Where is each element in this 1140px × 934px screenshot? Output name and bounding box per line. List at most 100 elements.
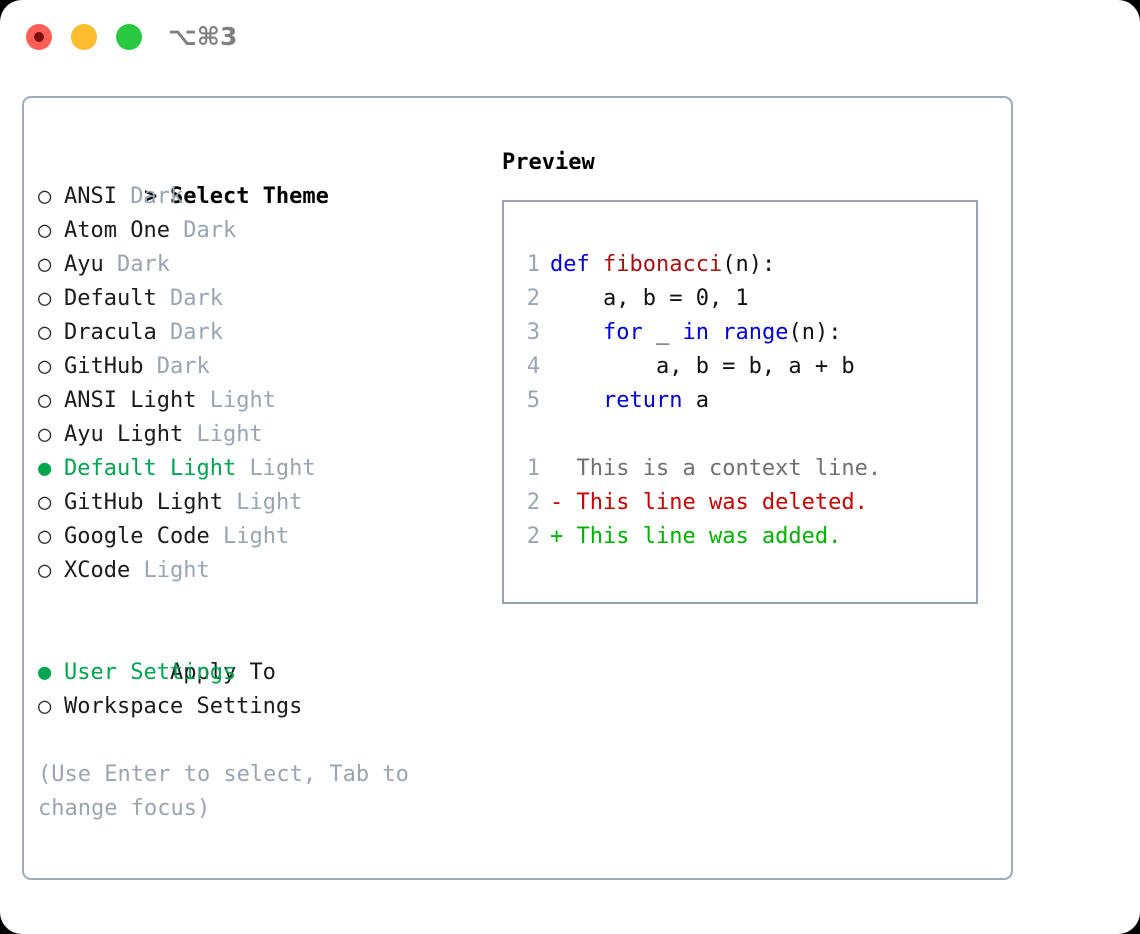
theme-picker-panel: >Select Theme ○ANSI Dark○Atom One Dark○A… [38,146,488,826]
theme-name: ANSI Light [64,388,197,413]
diff-gap [563,456,576,481]
theme-category: Dark [169,286,223,311]
diff-marker: + [550,524,564,549]
theme-name: Google Code [64,524,210,549]
keyboard-shortcut-label: ⌥⌘3 [168,22,238,51]
dialog-card: >Select Theme ○ANSI Dark○Atom One Dark○A… [22,96,1013,880]
list-spacer [38,588,488,622]
radio-unselected-icon[interactable]: ○ [38,558,52,583]
minimize-button[interactable] [71,24,97,50]
theme-name: GitHub Light [64,490,223,515]
code-token: a, b = 0, 1 [550,286,749,311]
code-token: def [550,252,590,277]
theme-name: Ayu Light [64,422,184,447]
theme-option[interactable]: ●Default Light Light [38,452,488,486]
code-token: range [722,320,789,345]
apply-to-header: Apply To [38,622,488,685]
line-number: 4 [526,354,540,379]
diff-marker [550,456,563,481]
radio-unselected-icon[interactable]: ○ [38,694,52,719]
theme-option[interactable]: ○ ANSI Light Light [38,384,488,418]
radio-unselected-icon[interactable]: ○ [38,524,52,549]
pointer-icon: > [143,184,158,209]
apply-to-option[interactable]: ●User Settings [38,656,488,690]
radio-unselected-icon[interactable]: ○ [38,218,52,243]
maximize-button[interactable] [116,24,142,50]
separator-space [236,456,249,481]
code-blank-line [516,418,970,452]
separator-space [157,320,170,345]
separator-space [143,354,156,379]
radio-unselected-icon[interactable]: ○ [38,354,52,379]
theme-category: Light [249,456,316,481]
theme-category: Light [196,422,263,447]
theme-option[interactable]: ○ Ayu Dark [38,248,488,282]
theme-option[interactable]: ○GitHub Dark [38,350,488,384]
theme-option[interactable]: ○ XCode Light [38,554,488,588]
code-token: a [682,388,709,413]
keyboard-hint: (Use Enter to select, Tab to change focu… [38,762,409,821]
line-number: 2 [526,524,540,549]
theme-list: ○ANSI Dark○Atom One Dark○Ayu Dark○Defaul… [38,180,488,588]
theme-option[interactable]: ○Atom One Dark [38,214,488,248]
radio-unselected-icon[interactable]: ○ [38,490,52,515]
theme-category: Light [222,524,290,549]
theme-category: Dark [156,354,210,379]
theme-option[interactable]: ○ Ayu Light Light [38,418,488,452]
separator-space [210,524,223,549]
theme-option[interactable]: ○ GitHub Light Light [38,486,488,520]
diff-line: 1 This is a context line. [516,452,970,486]
code-token: in [682,320,709,345]
diff-gap [563,490,576,515]
line-number: 2 [526,286,540,311]
radio-unselected-icon[interactable]: ○ [38,286,52,311]
theme-category: Light [209,388,276,413]
theme-picker-title: Select Theme [169,184,329,209]
apply-to-option[interactable]: ○Workspace Settings [38,690,488,724]
window-controls [26,24,142,50]
separator-space [157,286,170,311]
line-number: 1 [526,456,540,481]
separator-space [170,218,183,243]
code-token: (n): [722,252,776,277]
theme-option[interactable]: ○ANSI Dark [38,180,488,214]
separator-space [117,184,130,209]
theme-category: Dark [183,218,237,243]
theme-picker-header: > Select Theme [38,146,488,209]
theme-name: Ayu [64,252,104,277]
radio-unselected-icon[interactable]: ○ [38,388,52,413]
radio-unselected-icon[interactable]: ○ [38,422,52,447]
code-token: (n): [788,320,842,345]
radio-selected-icon[interactable]: ● [38,456,52,481]
theme-category: Light [236,490,303,515]
code-token: return [602,388,683,413]
apply-to-options: ●User Settings○Workspace Settings [38,656,488,724]
separator-space [183,422,196,447]
line-number: 2 [526,490,540,515]
theme-category: Dark [117,252,170,277]
theme-option[interactable]: ○Default Dark [38,282,488,316]
diff-text: This is a context line. [576,456,882,481]
code-token: a, b = b, a + b [550,354,855,379]
radio-selected-icon[interactable]: ● [38,660,52,685]
code-token [709,320,722,345]
close-button[interactable] [26,24,52,50]
diff-text: This line was deleted. [576,490,868,515]
diff-line: 2- This line was deleted. [516,486,970,520]
theme-option[interactable]: ○Dracula Dark [38,316,488,350]
radio-unselected-icon[interactable]: ○ [38,252,52,277]
radio-unselected-icon[interactable]: ○ [38,320,52,345]
diff-text: This line was added. [576,524,842,549]
radio-unselected-icon[interactable]: ○ [38,184,52,209]
preview-title: Preview [502,150,595,175]
theme-name: XCode [64,558,131,583]
theme-category: Light [143,558,210,583]
theme-option[interactable]: ○ Google Code Light [38,520,488,554]
code-line: 5 return a [516,384,970,418]
code-token [590,252,603,277]
